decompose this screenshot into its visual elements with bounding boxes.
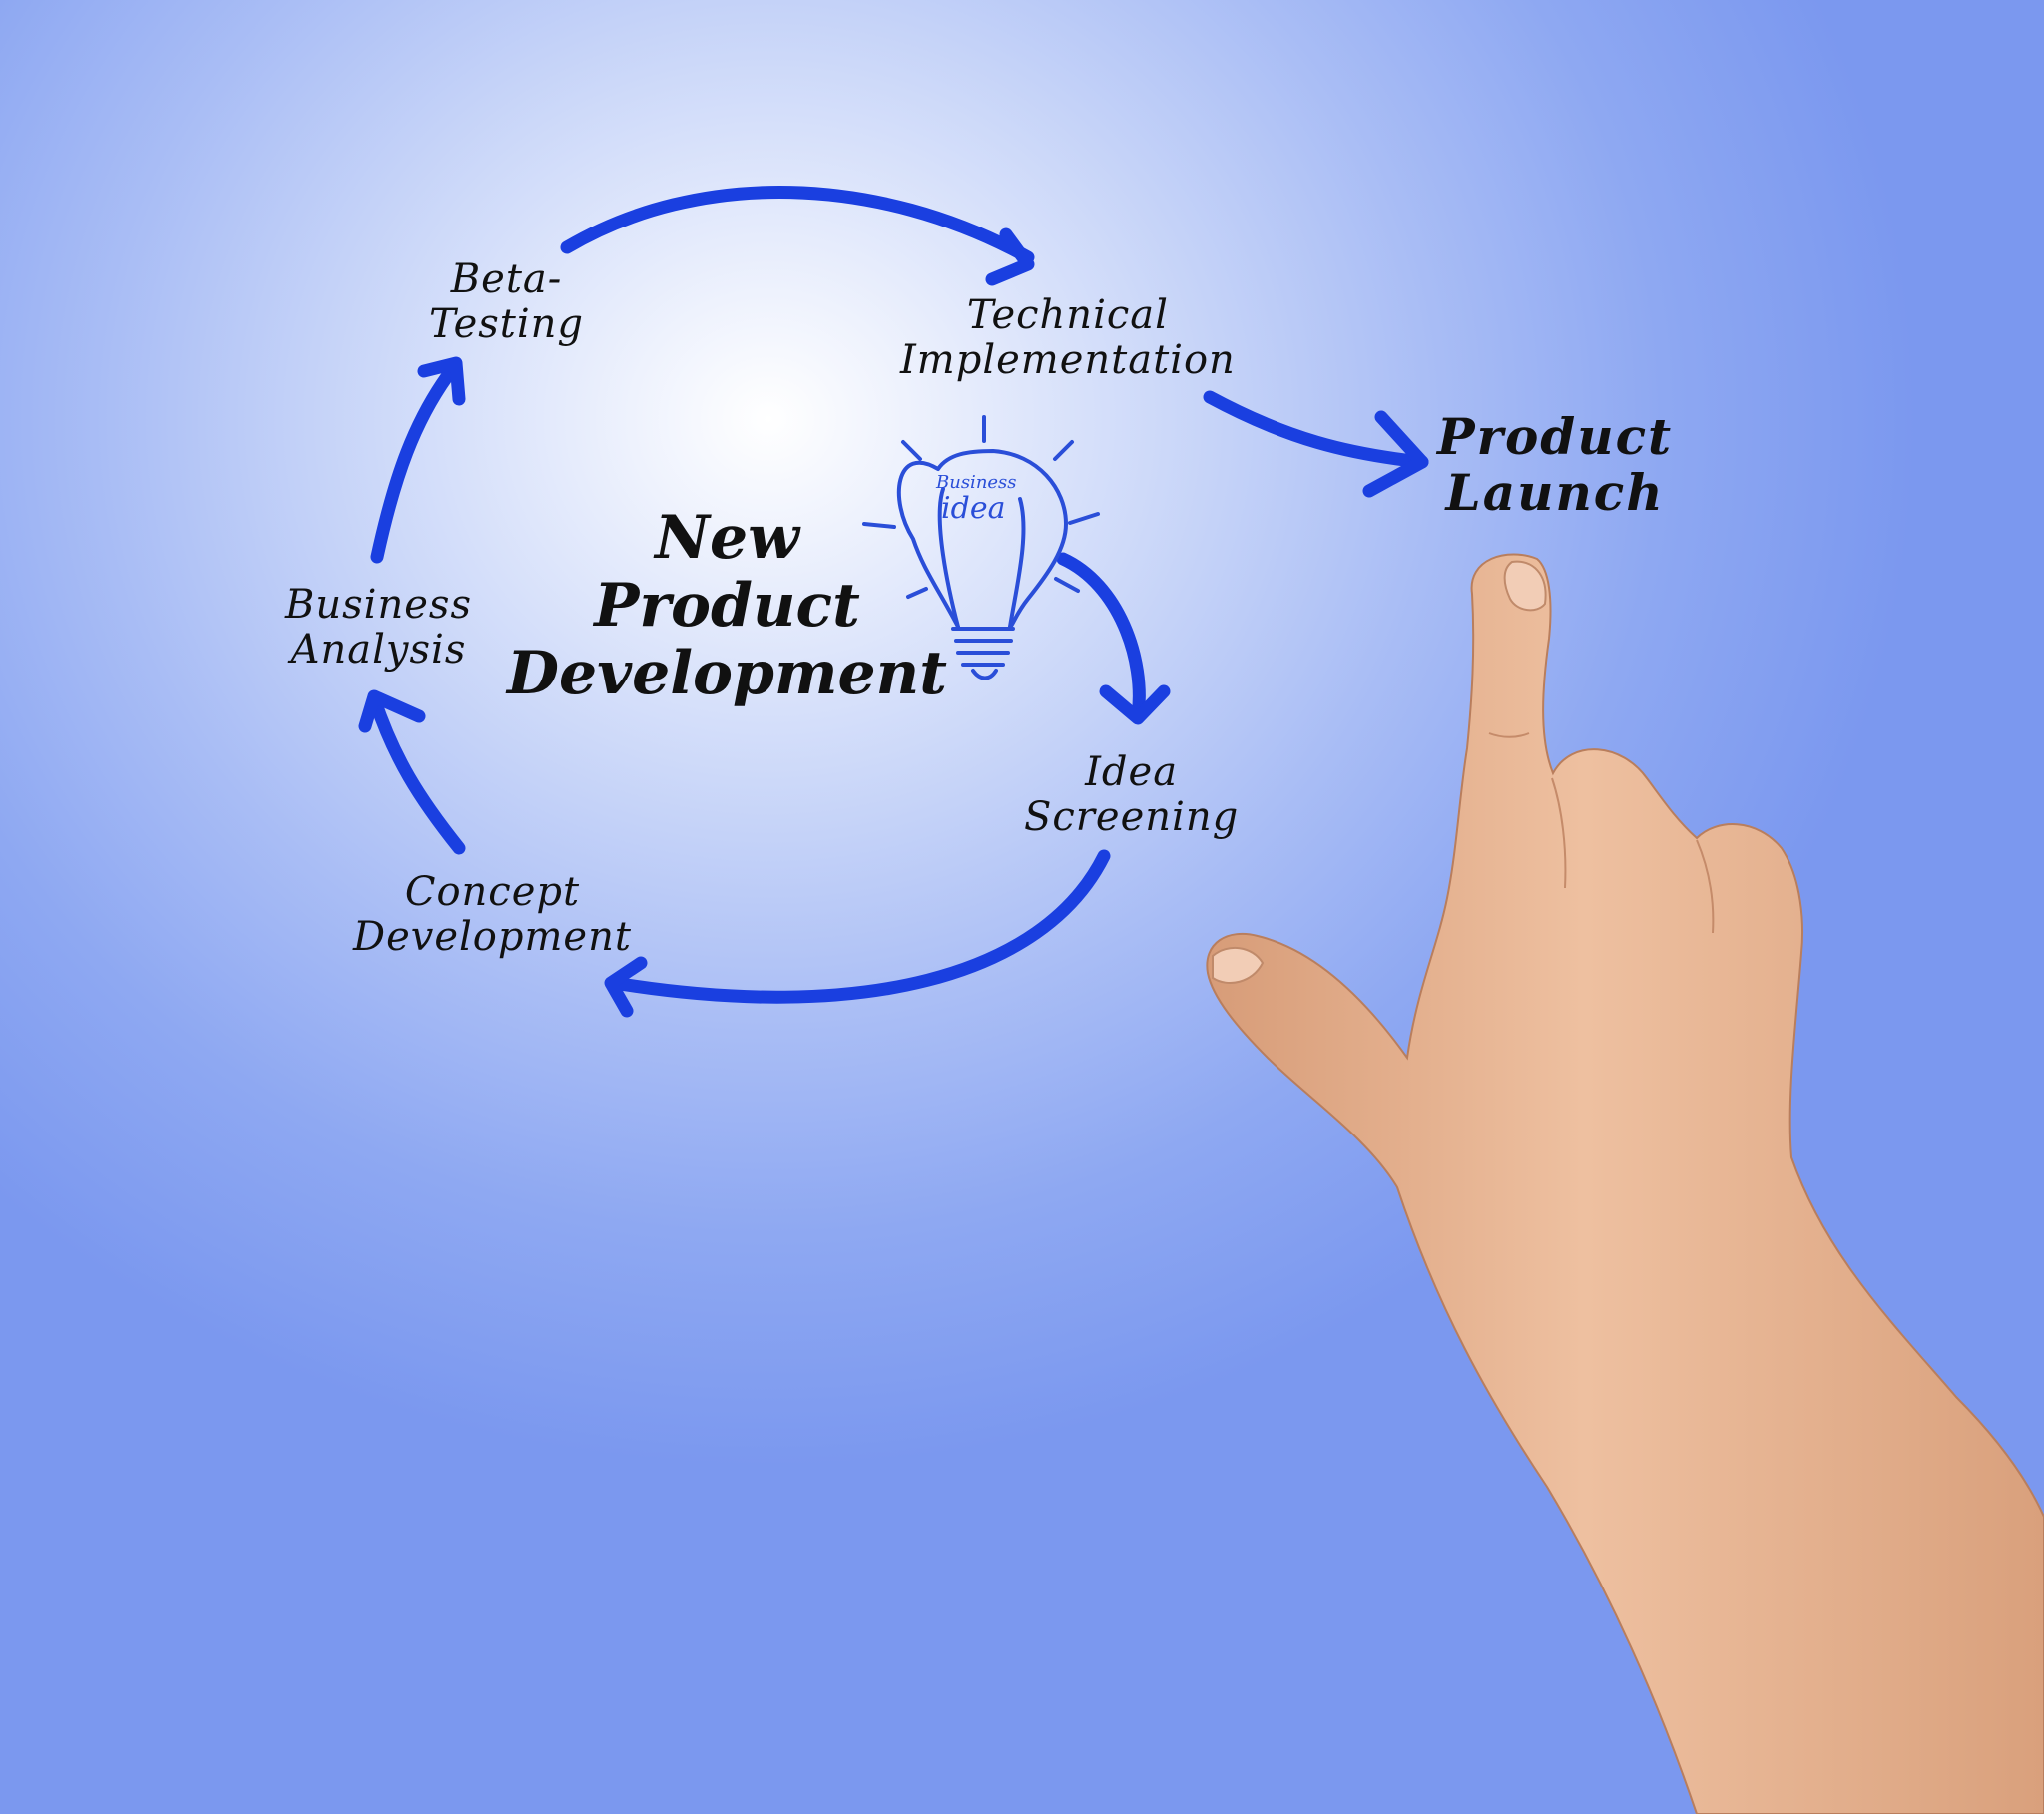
- bulb-label-large: idea: [941, 490, 1006, 526]
- stage-concept-development-line-2: Development: [353, 913, 632, 960]
- stage-product-launch-line-2: Launch: [1445, 463, 1665, 522]
- diagram-title-line-3: Development: [507, 638, 948, 708]
- stage-idea-screening: Idea Screening: [1024, 750, 1239, 840]
- bulb-label: Business idea: [936, 473, 1017, 524]
- diagram-title-line-1: New: [655, 503, 799, 573]
- stage-business-analysis-line-1: Business: [285, 582, 472, 628]
- stage-technical-implementation-line-2: Implementation: [900, 336, 1236, 383]
- arrow-idea-screening-to-concept: [604, 849, 1111, 1018]
- stage-beta-testing: Beta- Testing: [429, 257, 584, 347]
- stage-product-launch-line-1: Product: [1437, 407, 1674, 466]
- lightbulb-icon: [862, 415, 1100, 680]
- arrow-technical-to-launch: [1203, 390, 1429, 498]
- stage-product-launch: Product Launch: [1437, 409, 1673, 521]
- stage-beta-testing-line-1: Beta-: [450, 256, 563, 302]
- stage-idea-screening-line-1: Idea: [1085, 749, 1179, 795]
- pointing-hand: [1206, 553, 2044, 1814]
- arrow-concept-to-business: [358, 689, 466, 855]
- arrow-beta-to-technical: [560, 185, 1035, 286]
- stage-beta-testing-line-2: Testing: [429, 300, 585, 347]
- arrow-bulb-to-idea-screening: [1056, 552, 1171, 725]
- stage-technical-implementation-line-1: Technical: [966, 292, 1169, 338]
- stage-concept-development-line-1: Concept: [404, 869, 581, 915]
- diagram-title: New Product Development: [507, 503, 948, 708]
- stage-concept-development: Concept Development: [353, 870, 632, 960]
- bulb-label-small: Business: [936, 472, 1017, 493]
- stage-business-analysis-line-2: Analysis: [290, 626, 467, 673]
- stage-technical-implementation: Technical Implementation: [900, 293, 1236, 383]
- stage-idea-screening-line-2: Screening: [1024, 793, 1240, 840]
- arrow-business-to-beta: [370, 356, 466, 564]
- stage-business-analysis: Business Analysis: [285, 583, 472, 673]
- diagram-title-line-2: Product: [594, 570, 860, 641]
